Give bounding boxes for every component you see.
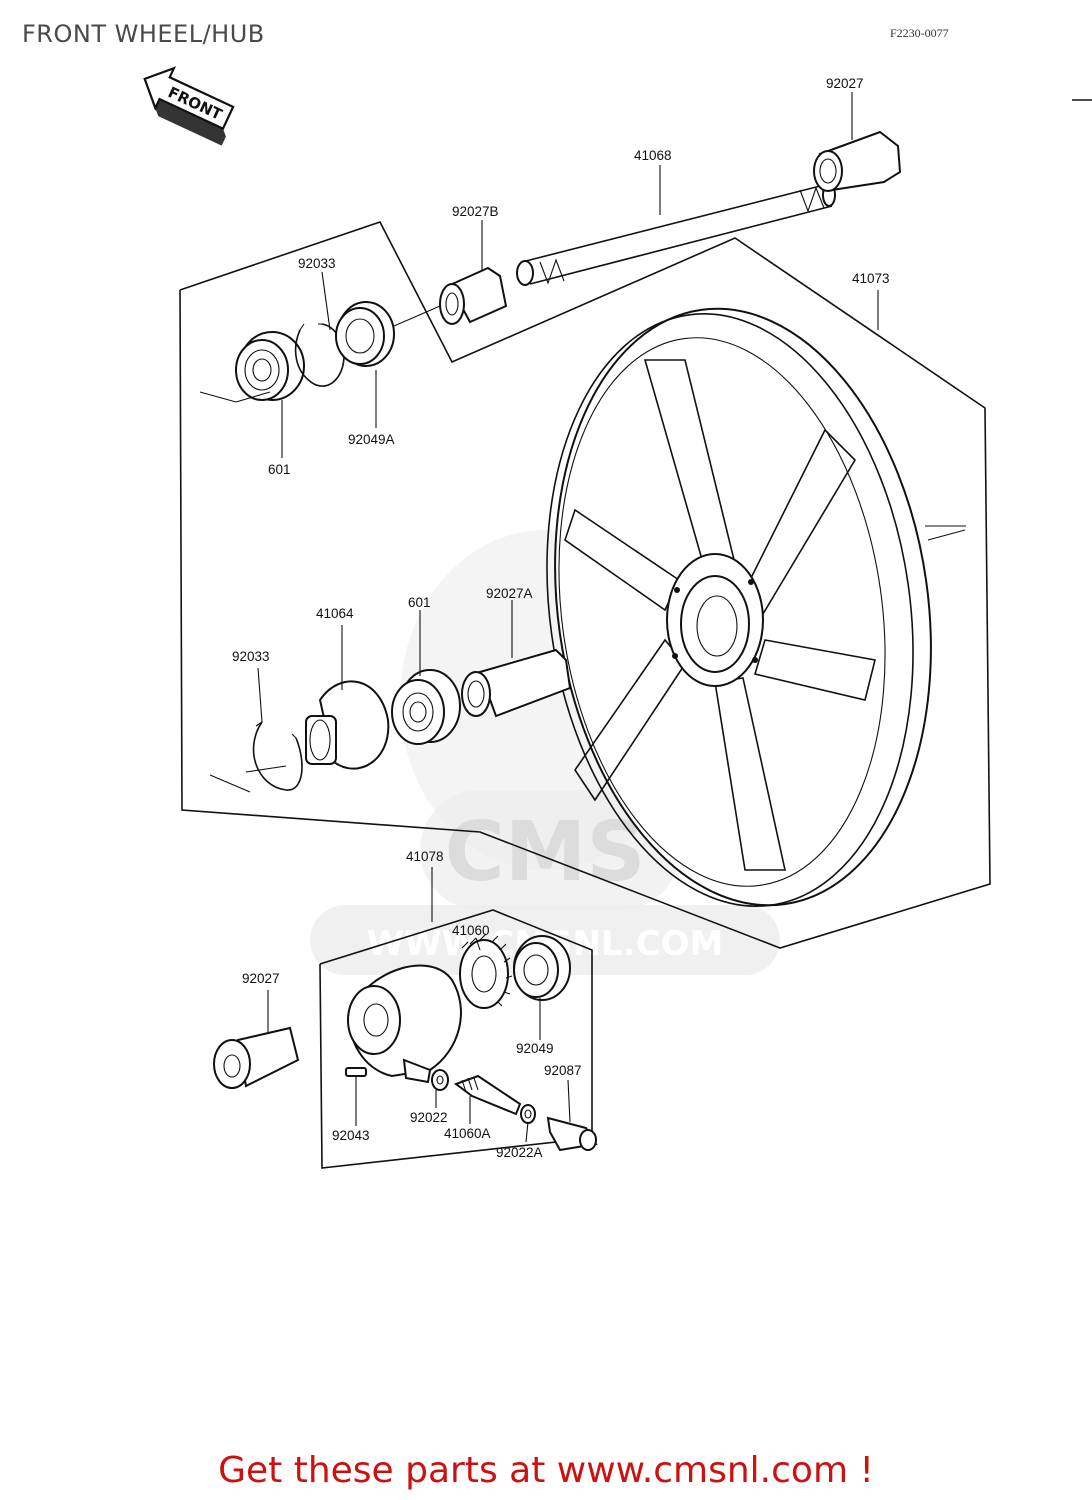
meter-gear-housing-41078 xyxy=(347,964,462,1084)
meter-gear-41060 xyxy=(459,933,513,1009)
circlip-92033-mid xyxy=(252,721,303,791)
wheel-41073 xyxy=(546,307,932,907)
oil-seal-92049A xyxy=(335,301,395,367)
callout-92033-top: 92033 xyxy=(298,256,336,271)
leader-lines xyxy=(257,92,879,1143)
oil-seal-92049 xyxy=(513,935,571,1001)
callout-601-top: 601 xyxy=(268,462,291,477)
callout-92033-mid: 92033 xyxy=(232,649,270,664)
bearing-601-mid xyxy=(391,669,461,745)
parts-diagram: CMS WWW.CMSNL.COM FRONT xyxy=(143,66,1092,1169)
callout-92027A: 92027A xyxy=(486,586,533,601)
callout-92027-top: 92027 xyxy=(826,76,864,91)
spacer-92027A xyxy=(461,648,572,718)
exploded-frame-main xyxy=(179,221,991,949)
promo-banner: Get these parts at www.cmsnl.com ! xyxy=(0,1450,1092,1491)
axle-nut-92027 xyxy=(813,130,902,192)
pin-92043 xyxy=(345,1067,367,1077)
washer-92022A xyxy=(520,1104,536,1124)
page-title: FRONT WHEEL/HUB xyxy=(22,20,265,48)
watermark-brand: CMS xyxy=(445,805,646,900)
callout-92022A: 92022A xyxy=(496,1145,543,1160)
axle-nut-92027-bottom xyxy=(213,1026,300,1089)
guide-lines xyxy=(199,305,966,793)
callout-41060: 41060 xyxy=(452,923,490,938)
callout-92049A: 92049A xyxy=(348,432,395,447)
callout-41064: 41064 xyxy=(316,606,354,621)
callout-92043: 92043 xyxy=(332,1128,370,1143)
callout-41060A: 41060A xyxy=(444,1126,491,1141)
promo-link[interactable]: Get these parts at www.cmsnl.com ! xyxy=(218,1450,874,1491)
bearing-601-top xyxy=(235,331,305,401)
callout-41078: 41078 xyxy=(406,849,444,864)
spacer-92027B xyxy=(439,266,508,325)
callout-92049: 92049 xyxy=(516,1041,554,1056)
callout-41073: 41073 xyxy=(852,271,890,286)
exploded-frame-meter xyxy=(319,909,593,1169)
bushing-92087 xyxy=(546,1116,598,1152)
axle-41068 xyxy=(516,183,836,286)
callout-92027-bottom: 92027 xyxy=(242,971,280,986)
callout-601-mid: 601 xyxy=(408,595,431,610)
washer-92022 xyxy=(431,1069,449,1091)
callout-92087: 92087 xyxy=(544,1063,582,1078)
speedometer-drive-41064 xyxy=(305,680,390,770)
callouts: 92027 41068 92027B 92033 41073 92049A 60… xyxy=(232,76,890,1160)
pinion-41060A xyxy=(453,1074,522,1116)
callout-92022: 92022 xyxy=(410,1110,448,1125)
front-arrow-icon: FRONT xyxy=(143,66,235,146)
callout-41068: 41068 xyxy=(634,148,672,163)
diagram-code: F2230-0077 xyxy=(890,26,949,40)
callout-92027B: 92027B xyxy=(452,204,499,219)
